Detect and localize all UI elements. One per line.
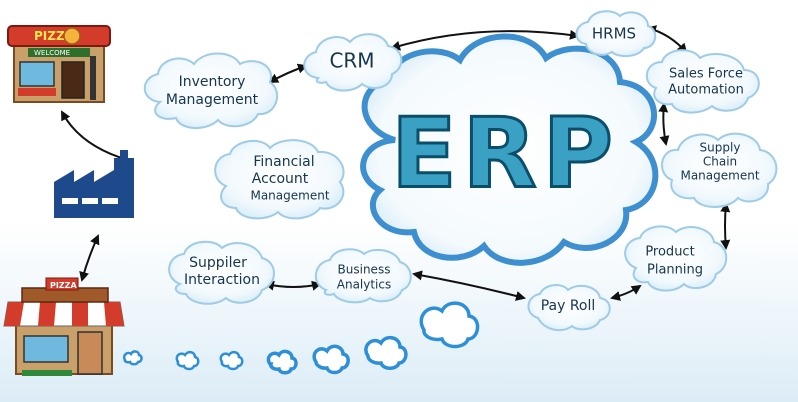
arrow-crm-hrms: [390, 29, 580, 51]
arrow-salesforce-supply: [658, 102, 670, 146]
decorative-small-clouds: [123, 301, 480, 375]
supplier-line-1: Suppiler: [189, 255, 247, 271]
erp-cloud: ERP: [360, 33, 659, 266]
deco-cloud-2: [175, 350, 200, 371]
bottom-shop-sign: PIZZA: [50, 281, 77, 290]
arrow-analytics-payroll: [412, 270, 526, 301]
cloud-financial-account-management: Financial Account Management: [214, 139, 345, 220]
deco-cloud-4: [266, 349, 298, 375]
financial-line-1: Financial: [253, 154, 314, 170]
analytics-line-2: Analytics: [337, 278, 392, 292]
crm-label: CRM: [329, 49, 374, 73]
financial-line-3: Management: [250, 189, 329, 203]
cloud-inventory-management: Inventory Management: [143, 52, 279, 129]
arrow-shop-factory: [61, 110, 130, 163]
deco-cloud-5: [312, 344, 350, 375]
deco-cloud-7: [419, 301, 480, 349]
sales-force-line-2: Automation: [668, 83, 744, 98]
cloud-business-analytics: Business Analytics: [315, 248, 412, 304]
cloud-sales-force-automation: Sales Force Automation: [646, 49, 760, 114]
cloud-supplier-interaction: Suppiler Interaction: [168, 240, 275, 305]
arrow-factory-store: [79, 234, 100, 282]
arrow-supply-product: [720, 202, 731, 250]
top-shop-banner: WELCOME: [34, 49, 70, 57]
cloud-supply-chain-management: Supply Chain Management: [661, 132, 778, 208]
cloud-product-planning: Product Planning: [624, 225, 728, 292]
inventory-line-1: Inventory: [179, 74, 246, 90]
arrow-supplier-analytics: [264, 280, 322, 291]
deco-cloud-6: [364, 335, 408, 370]
arrow-inventory-crm: [268, 63, 308, 83]
pizza-store-bottom: PIZZA: [3, 277, 125, 376]
product-line-1: Product: [645, 245, 694, 260]
cloud-crm: CRM: [303, 33, 403, 92]
pay-roll-label: Pay Roll: [541, 298, 596, 314]
erp-label: ERP: [391, 97, 619, 209]
sales-force-line-1: Sales Force: [669, 67, 743, 82]
supply-line-3: Management: [680, 169, 759, 183]
financial-line-2: Account: [252, 171, 309, 187]
arrow-product-payroll: [610, 284, 642, 301]
deco-cloud-3: [219, 350, 244, 371]
pizza-shop-top: PIZZA WELCOME: [7, 25, 111, 103]
supply-line-1: Supply: [700, 141, 741, 155]
supply-line-2: Chain: [703, 155, 737, 169]
pizza-icon: [63, 27, 81, 45]
product-line-2: Planning: [647, 263, 703, 278]
analytics-line-1: Business: [338, 263, 391, 277]
factory-icon: [54, 150, 134, 218]
cloud-hrms: HRMS: [575, 10, 657, 58]
cloud-pay-roll: Pay Roll: [527, 284, 611, 332]
inventory-line-2: Management: [166, 92, 259, 108]
supplier-line-2: Interaction: [184, 272, 260, 288]
deco-cloud-1: [123, 350, 143, 366]
hrms-label: HRMS: [592, 25, 636, 43]
